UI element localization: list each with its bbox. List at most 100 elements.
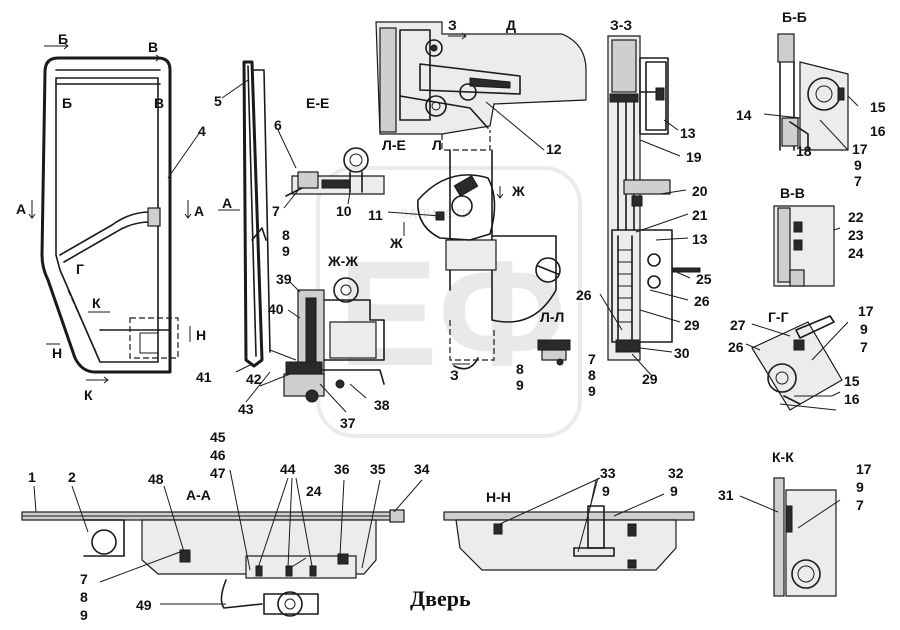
callout-1: 1 xyxy=(28,469,36,485)
marker-b-top: Б xyxy=(58,31,68,47)
section-label-aa: А-А xyxy=(186,487,211,503)
callout-9-ll: 9 xyxy=(516,377,524,393)
callout-31: 31 xyxy=(718,487,734,503)
callout-44: 44 xyxy=(280,461,296,477)
callout-43: 43 xyxy=(238,401,254,417)
callout-17-gg: 17 xyxy=(858,303,874,319)
callout-14: 14 xyxy=(736,107,752,123)
callout-8-ee: 8 xyxy=(282,227,290,243)
section-label-ee: Е-Е xyxy=(306,95,329,111)
callout-38: 38 xyxy=(374,397,390,413)
callout-6: 6 xyxy=(274,117,282,133)
section-label-vv: В-В xyxy=(780,185,805,201)
callout-37: 37 xyxy=(340,415,356,431)
marker-l: Л xyxy=(432,137,442,153)
callout-7-ee: 7 xyxy=(272,203,280,219)
callout-7-bb: 7 xyxy=(854,173,862,189)
section-label-ll: Л-Л xyxy=(540,309,564,325)
section-label-zhzh: Ж-Ж xyxy=(327,253,358,269)
callout-16-gg: 16 xyxy=(844,391,860,407)
callout-48: 48 xyxy=(148,471,164,487)
callout-30: 30 xyxy=(674,345,690,361)
marker-a-left: А xyxy=(16,201,26,217)
callout-8-ll-right: 8 xyxy=(588,367,596,383)
callout-16-bb: 16 xyxy=(870,123,886,139)
marker-v-bottom: В xyxy=(154,95,164,111)
callout-23: 23 xyxy=(848,227,864,243)
marker-n-right: Н xyxy=(196,327,206,343)
callout-9-ll-right: 9 xyxy=(588,383,596,399)
callout-9-ee: 9 xyxy=(282,243,290,259)
callout-numbers: 1 2 4 5 6 7 8 9 10 11 12 13 13 14 15 16 … xyxy=(28,93,886,623)
callout-40: 40 xyxy=(268,301,284,317)
callout-5: 5 xyxy=(214,93,222,109)
marker-a-right: А xyxy=(194,203,204,219)
marker-zh-right: Ж xyxy=(511,183,525,199)
marker-v-top: В xyxy=(148,39,158,55)
callout-36: 36 xyxy=(334,461,350,477)
callout-11: 11 xyxy=(368,207,383,223)
marker-a-rail: А xyxy=(222,195,232,211)
section-zhzh-view xyxy=(283,277,385,403)
marker-d: Д xyxy=(506,17,516,33)
callout-26-gg: 26 xyxy=(728,339,744,355)
callout-26-right: 26 xyxy=(694,293,710,309)
callout-39: 39 xyxy=(276,271,292,287)
door-rail-view xyxy=(242,60,271,368)
callout-9-aa: 9 xyxy=(80,607,88,623)
callout-47: 47 xyxy=(210,465,226,481)
section-ee-view xyxy=(285,147,385,197)
callout-15-bb: 15 xyxy=(870,99,886,115)
marker-l-e: Л-Е xyxy=(382,137,406,153)
callout-15-gg: 15 xyxy=(844,373,860,389)
callout-7-kk: 7 xyxy=(856,497,864,513)
lock-mechanism-view xyxy=(375,21,587,370)
callout-9-bb: 9 xyxy=(854,157,862,173)
section-bb-view xyxy=(777,33,849,151)
callout-9-32: 9 xyxy=(670,483,678,499)
callout-29-right: 29 xyxy=(684,317,700,333)
callout-18: 18 xyxy=(796,143,812,159)
callout-13-mid: 13 xyxy=(692,231,708,247)
callout-34: 34 xyxy=(414,461,430,477)
marker-k-bottom: К xyxy=(84,387,93,403)
marker-z-top: З xyxy=(448,17,457,33)
callout-13-top: 13 xyxy=(680,125,696,141)
callout-35: 35 xyxy=(370,461,386,477)
callout-26-zz: 26 xyxy=(576,287,592,303)
callout-7-gg: 7 xyxy=(860,339,868,355)
callout-9-kk: 9 xyxy=(856,479,864,495)
section-label-nn: Н-Н xyxy=(486,489,511,505)
callout-49: 49 xyxy=(136,597,152,613)
callout-24-vv: 24 xyxy=(848,245,864,261)
watermark: ЕФ ЗАПЧАСТИ xyxy=(316,166,582,438)
callout-9-gg: 9 xyxy=(860,321,868,337)
marker-z-bottom: З xyxy=(450,367,459,383)
leader-lines xyxy=(33,79,859,605)
callout-22: 22 xyxy=(848,209,864,225)
callout-2: 2 xyxy=(68,469,76,485)
callout-46: 46 xyxy=(210,447,226,463)
callout-10: 10 xyxy=(336,203,352,219)
section-label-bb: Б-Б xyxy=(782,9,807,25)
callout-8-ll: 8 xyxy=(516,361,524,377)
marker-zh-left: Ж xyxy=(389,235,403,251)
section-label-gg: Г-Г xyxy=(768,309,789,325)
callout-33: 33 xyxy=(600,465,616,481)
callout-41: 41 xyxy=(196,369,212,385)
marker-b-bottom: Б xyxy=(62,95,72,111)
callout-42: 42 xyxy=(246,371,262,387)
diagram-caption: Дверь xyxy=(410,586,471,611)
marker-n-left: Н xyxy=(52,345,62,361)
callout-25: 25 xyxy=(696,271,712,287)
section-arrows xyxy=(28,32,504,384)
marker-g: Г xyxy=(76,261,84,277)
callout-17-kk: 17 xyxy=(856,461,872,477)
callout-8-aa: 8 xyxy=(80,589,88,605)
section-vv-view xyxy=(773,205,835,287)
door-frame-view xyxy=(40,56,179,374)
callout-7-aa: 7 xyxy=(80,571,88,587)
callout-24-aa: 24 xyxy=(306,483,322,499)
section-nn-view xyxy=(443,505,695,571)
